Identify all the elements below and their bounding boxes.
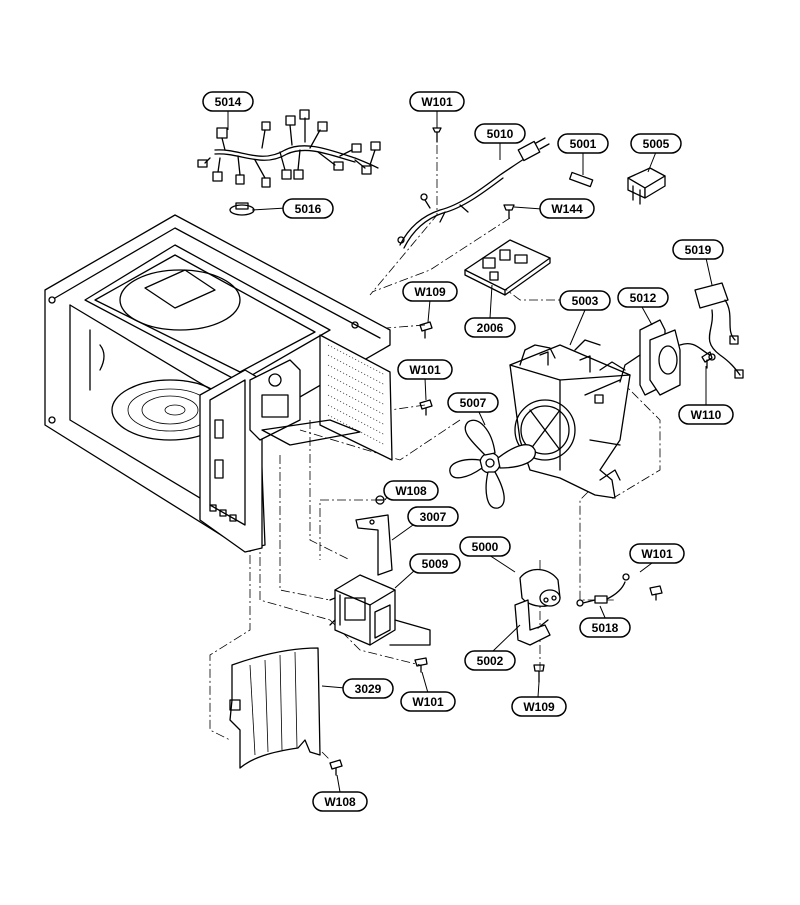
callout-5001: 5001 xyxy=(557,133,609,154)
fuse-wire-5018 xyxy=(576,573,630,607)
screw-w108-lower xyxy=(329,759,343,776)
screw-w101-right xyxy=(649,585,663,601)
fuse-5001 xyxy=(568,171,594,188)
svg-text:W144: W144 xyxy=(551,202,583,216)
svg-text:W108: W108 xyxy=(324,795,356,809)
wire-harness-5014 xyxy=(197,109,381,188)
bracket-3007 xyxy=(355,514,393,576)
callout-5014: 5014 xyxy=(202,91,254,112)
capacitor-5000 xyxy=(519,568,561,607)
fan-bracket-5003 xyxy=(509,339,631,499)
svg-text:5002: 5002 xyxy=(477,654,504,668)
callout-w101-lower: W101 xyxy=(400,691,456,712)
svg-text:W101: W101 xyxy=(641,547,673,561)
svg-text:5007: 5007 xyxy=(460,396,487,410)
callout-w144: W144 xyxy=(539,198,595,219)
thermal-sensor-5016 xyxy=(229,202,255,216)
callout-w109-upper: W109 xyxy=(402,281,458,302)
svg-text:5010: 5010 xyxy=(487,127,514,141)
callout-5000: 5000 xyxy=(459,536,511,557)
callout-5012: 5012 xyxy=(617,287,669,308)
switch-5005 xyxy=(627,167,666,205)
fan-blade-5007 xyxy=(449,419,536,509)
svg-text:5000: 5000 xyxy=(472,540,499,554)
callout-5007: 5007 xyxy=(447,392,499,413)
callout-w109-lower: W109 xyxy=(511,696,567,717)
svg-text:5016: 5016 xyxy=(295,202,322,216)
svg-text:5019: 5019 xyxy=(685,243,712,257)
callout-w108-upper: W108 xyxy=(383,480,439,501)
callout-w101-top: W101 xyxy=(409,91,465,112)
screw-w110 xyxy=(701,351,713,369)
svg-text:W108: W108 xyxy=(395,484,427,498)
screw-w144 xyxy=(503,204,515,219)
svg-text:3007: 3007 xyxy=(420,510,447,524)
callout-5016: 5016 xyxy=(282,198,334,219)
screw-w108-upper xyxy=(375,495,385,505)
oven-cavity-cabinet xyxy=(44,214,393,553)
callout-w101-mid: W101 xyxy=(397,359,453,380)
screw-w101-mid xyxy=(419,399,433,416)
screw-w109-lower xyxy=(533,664,545,683)
callout-w110: W110 xyxy=(678,404,734,425)
callout-3029: 3029 xyxy=(342,678,394,699)
callout-5009: 5009 xyxy=(409,553,461,574)
callout-3007: 3007 xyxy=(407,506,459,527)
callout-labels: 5014 5016 W101 5010 5001 5005 W144 5019 … xyxy=(202,91,734,812)
callout-5003: 5003 xyxy=(559,290,611,311)
svg-text:5014: 5014 xyxy=(215,95,242,109)
callout-w101-right: W101 xyxy=(629,543,685,564)
callout-leaders xyxy=(227,110,713,793)
cover-panel-3029 xyxy=(229,647,321,769)
svg-text:W101: W101 xyxy=(409,363,441,377)
capacitor-bracket-5002 xyxy=(514,599,551,646)
svg-text:W109: W109 xyxy=(523,700,555,714)
svg-text:5012: 5012 xyxy=(630,291,657,305)
screw-w109-upper xyxy=(419,321,433,339)
svg-text:W101: W101 xyxy=(421,95,453,109)
callout-5010: 5010 xyxy=(474,123,526,144)
screw-w101-lower xyxy=(414,657,428,673)
callout-w108-lower: W108 xyxy=(312,791,368,812)
power-cord-5010 xyxy=(397,137,550,249)
callout-5002: 5002 xyxy=(464,650,516,671)
svg-text:5005: 5005 xyxy=(643,137,670,151)
svg-text:2006: 2006 xyxy=(477,321,504,335)
noise-filter-5019 xyxy=(694,282,744,379)
transformer-5009 xyxy=(329,574,431,646)
fan-motor-5012 xyxy=(619,319,716,396)
svg-text:5018: 5018 xyxy=(592,621,619,635)
screw-w101-top xyxy=(432,127,442,143)
circuit-board-2006 xyxy=(464,239,551,296)
callout-5018: 5018 xyxy=(579,617,631,638)
svg-text:W109: W109 xyxy=(414,285,446,299)
callout-2006: 2006 xyxy=(464,317,516,338)
callout-5005: 5005 xyxy=(630,133,682,154)
callout-5019: 5019 xyxy=(672,239,724,260)
svg-text:W110: W110 xyxy=(691,408,722,422)
svg-text:W101: W101 xyxy=(412,695,444,709)
svg-text:5001: 5001 xyxy=(570,137,597,151)
svg-text:3029: 3029 xyxy=(355,682,382,696)
svg-text:5009: 5009 xyxy=(422,557,449,571)
svg-text:5003: 5003 xyxy=(572,294,599,308)
